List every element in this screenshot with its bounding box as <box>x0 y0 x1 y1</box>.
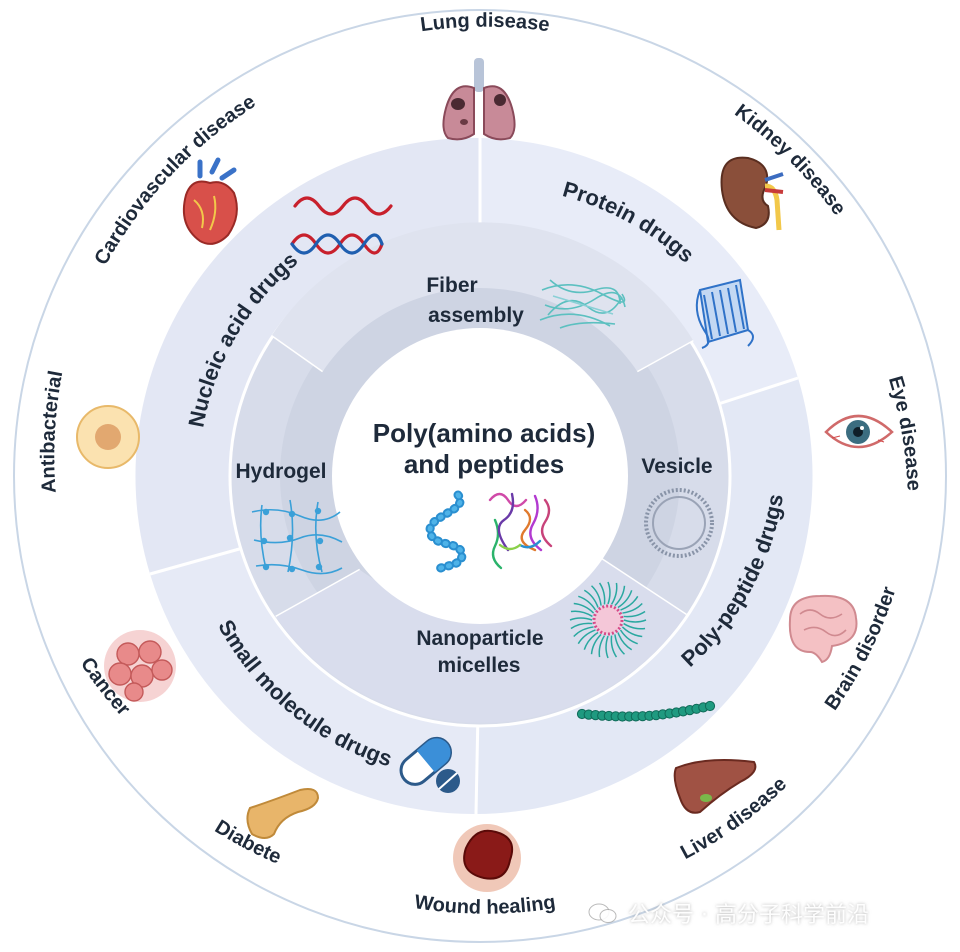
pill-icon <box>399 736 460 793</box>
fiber-label-line2: assembly <box>428 304 524 327</box>
pancreas-icon <box>246 788 320 839</box>
liver-icon <box>673 759 757 814</box>
vesicle-label: Vesicle <box>641 455 712 478</box>
watermark: 公众号 · 高分子科学前沿 <box>588 896 948 930</box>
nanoparticle-label-line1: Nanoparticle <box>416 627 543 650</box>
bacteria-icon <box>76 405 140 469</box>
nanoparticle-label-line2: micelles <box>438 654 521 677</box>
kidney-icon <box>720 156 784 231</box>
heart-icon <box>182 157 238 245</box>
wechat-icon <box>588 903 617 923</box>
cancer-cell-icon <box>104 630 176 702</box>
vesicle-icon <box>644 488 714 558</box>
lung-icon <box>442 58 516 141</box>
polypeptide-chain-icon <box>576 700 716 722</box>
watermark-text: 公众号 · 高分子科学前沿 <box>628 903 869 928</box>
random-coil-icon <box>488 492 553 570</box>
center-title-line2: and peptides <box>404 449 564 479</box>
center-title-line1: Poly(amino acids) <box>373 418 596 448</box>
protein-icon <box>695 278 754 349</box>
peptide-chain-icon <box>425 490 467 577</box>
micelle-icon <box>569 581 647 659</box>
rna-icon <box>290 196 393 255</box>
eye-icon <box>824 414 894 449</box>
center-circle <box>332 328 628 624</box>
hydrogel-label: Hydrogel <box>235 460 326 483</box>
hydrogel-icon <box>251 499 343 575</box>
fiber-icon <box>539 279 626 329</box>
wound-icon <box>453 824 521 892</box>
brain-icon <box>788 594 858 664</box>
fiber-label-line1: Fiber <box>426 274 477 297</box>
